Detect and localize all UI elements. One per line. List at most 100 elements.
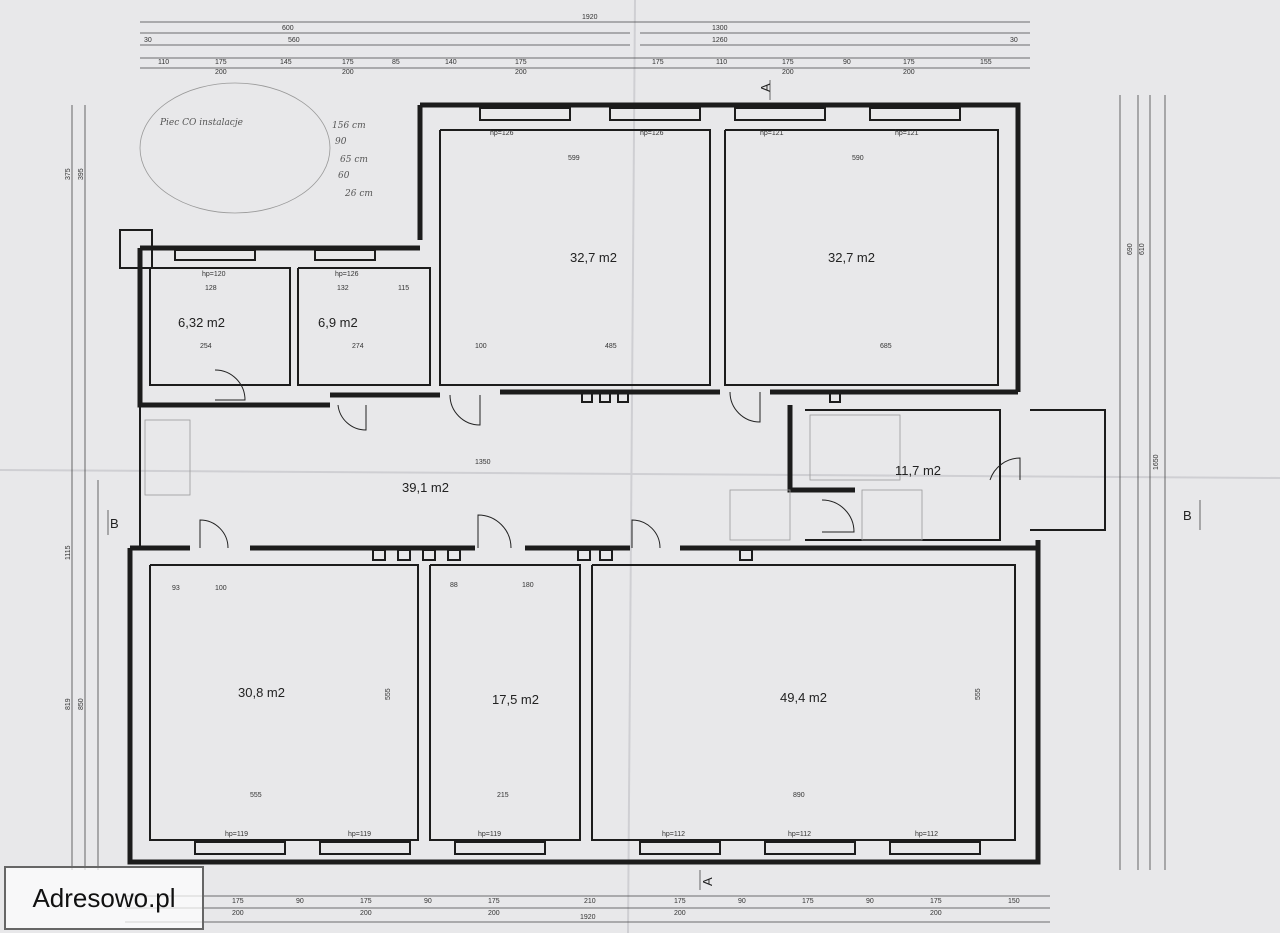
section-markers: A A B B bbox=[107, 80, 1201, 890]
dim-inner-18: 88 bbox=[450, 582, 458, 589]
note-3: 65 cm bbox=[340, 155, 368, 165]
dim-top-sub-0: 200 bbox=[215, 69, 227, 76]
dim-top-total: 1920 bbox=[582, 14, 598, 21]
dim-top-row-9: 175 bbox=[782, 59, 794, 66]
dim-inner-11: 274 bbox=[352, 343, 364, 350]
dim-top-row-3: 175 bbox=[342, 59, 354, 66]
dim-bottom-sub-2: 200 bbox=[488, 910, 500, 917]
dim-left-b: 395 bbox=[78, 168, 85, 180]
hp-label-10: hp=112 bbox=[788, 831, 811, 838]
dim-bottom-sub-0: 200 bbox=[232, 910, 244, 917]
dim-inner-14: 115 bbox=[398, 285, 409, 292]
dim-bottom-row-1: 90 bbox=[296, 898, 304, 905]
room-area-r9: 49,4 m2 bbox=[780, 690, 827, 705]
room-area-r1: 6,32 m2 bbox=[178, 315, 225, 330]
room-area-r3: 32,7 m2 bbox=[570, 250, 617, 265]
hp-label-0: hp=126 bbox=[490, 130, 514, 137]
room-area-r6: 11,7 m2 bbox=[895, 463, 941, 478]
left-dimension-lines bbox=[71, 105, 99, 870]
dim-bottom-total: 1920 bbox=[580, 914, 596, 921]
dim-top-row: 110 175 145 175 85 140 175 175 110 175 9… bbox=[158, 59, 992, 76]
hp-label-9: hp=112 bbox=[662, 831, 685, 838]
dim-left-d: 819 bbox=[65, 698, 72, 710]
dim-bottom-row-2: 175 bbox=[360, 898, 372, 905]
vent-squares bbox=[372, 391, 841, 561]
hp-label-3: hp=121 bbox=[895, 130, 919, 137]
dim-top-row-8: 110 bbox=[716, 59, 727, 66]
dim-inner-5: 555 bbox=[250, 792, 262, 799]
note-bubble bbox=[139, 82, 331, 214]
dim-top-left-b: 560 bbox=[288, 37, 300, 44]
dim-bottom-row-4: 175 bbox=[488, 898, 500, 905]
dim-bottom-row: 175 90 175 90 175 210 175 90 175 90 175 … bbox=[232, 898, 1020, 917]
dim-inner-7: 890 bbox=[793, 792, 805, 799]
dim-bottom-row-6: 175 bbox=[674, 898, 686, 905]
dim-bottom-row-10: 175 bbox=[930, 898, 942, 905]
doors bbox=[199, 369, 1021, 549]
dim-bottom-sub-4: 200 bbox=[930, 910, 942, 917]
room-area-r2: 6,9 m2 bbox=[318, 315, 358, 330]
dim-top-30-right: 30 bbox=[1010, 37, 1018, 44]
dim-top-sub-4: 200 bbox=[903, 69, 915, 76]
dim-bottom-row-8: 175 bbox=[802, 898, 814, 905]
dim-top-right-a: 1300 bbox=[712, 25, 728, 32]
dim-bottom-row-9: 90 bbox=[866, 898, 874, 905]
dim-top-row-7: 175 bbox=[652, 59, 664, 66]
dim-top-row-6: 175 bbox=[515, 59, 527, 66]
windows bbox=[174, 107, 981, 855]
dim-bottom-row-11: 150 bbox=[1008, 898, 1020, 905]
dim-top-row-1: 175 bbox=[215, 59, 227, 66]
dim-inner-2: 685 bbox=[880, 343, 892, 350]
paper-fold-horizontal bbox=[0, 469, 1280, 479]
note-0: Piec CO instalacje bbox=[159, 118, 243, 128]
dim-inner-9: 555 bbox=[975, 688, 982, 700]
dim-top-sub-2: 200 bbox=[515, 69, 527, 76]
dim-top-row-0: 110 bbox=[158, 59, 169, 66]
dim-top-left-a: 600 bbox=[282, 25, 294, 32]
dim-bottom-row-7: 90 bbox=[738, 898, 746, 905]
room-labels: 6,32 m2 6,9 m2 32,7 m2 32,7 m2 39,1 m2 1… bbox=[178, 250, 941, 707]
dim-top-row-10: 90 bbox=[843, 59, 851, 66]
dim-top-row-2: 145 bbox=[280, 59, 292, 66]
dim-bottom-row-3: 90 bbox=[424, 898, 432, 905]
dim-bottom-row-0: 175 bbox=[232, 898, 244, 905]
dim-left-e: 850 bbox=[78, 698, 85, 710]
dim-inner-10: 254 bbox=[200, 343, 212, 350]
dim-inner-17: 100 bbox=[215, 585, 227, 592]
hp-label-7: hp=119 bbox=[348, 831, 371, 838]
room-area-r8: 17,5 m2 bbox=[492, 692, 539, 707]
section-mark-a-top: A bbox=[758, 83, 773, 92]
dim-left-a: 375 bbox=[65, 168, 72, 180]
hp-label-1: hp=126 bbox=[640, 130, 664, 137]
dim-right-total: 1650 bbox=[1153, 454, 1160, 470]
paper-fold-vertical bbox=[627, 0, 636, 933]
section-mark-b-right: B bbox=[1183, 508, 1192, 523]
hp-label-8: hp=119 bbox=[478, 831, 501, 838]
hp-label-5: hp=126 bbox=[335, 271, 359, 278]
dim-inner-4: 1350 bbox=[475, 459, 491, 466]
section-mark-a-bottom: A bbox=[700, 877, 715, 886]
watermark-logo: Adresowo.pl bbox=[4, 866, 204, 930]
dim-inner-0: 599 bbox=[568, 155, 580, 162]
note-5: 26 cm bbox=[344, 189, 373, 199]
bottom-dimension-lines bbox=[125, 895, 1050, 923]
dim-inner-6: 215 bbox=[497, 792, 509, 799]
dim-right-a: 690 bbox=[1127, 243, 1134, 255]
dim-bottom-sub-3: 200 bbox=[674, 910, 686, 917]
right-dimension-lines bbox=[1119, 95, 1166, 870]
stairs bbox=[144, 414, 923, 541]
hp-label-2: hp=121 bbox=[760, 130, 784, 137]
dim-top-row-11: 175 bbox=[903, 59, 915, 66]
dim-top-row-12: 155 bbox=[980, 59, 992, 66]
dim-top-right-b: 1260 bbox=[712, 37, 728, 44]
dim-right-b: 610 bbox=[1139, 243, 1146, 255]
note-4: 60 bbox=[338, 171, 350, 181]
room-area-r7: 30,8 m2 bbox=[238, 685, 285, 700]
dim-inner-12: 128 bbox=[205, 285, 217, 292]
walls bbox=[119, 102, 1106, 865]
dim-bottom-sub-1: 200 bbox=[360, 910, 372, 917]
top-dimension-lines bbox=[140, 21, 1030, 69]
dim-inner-16: 93 bbox=[172, 585, 180, 592]
